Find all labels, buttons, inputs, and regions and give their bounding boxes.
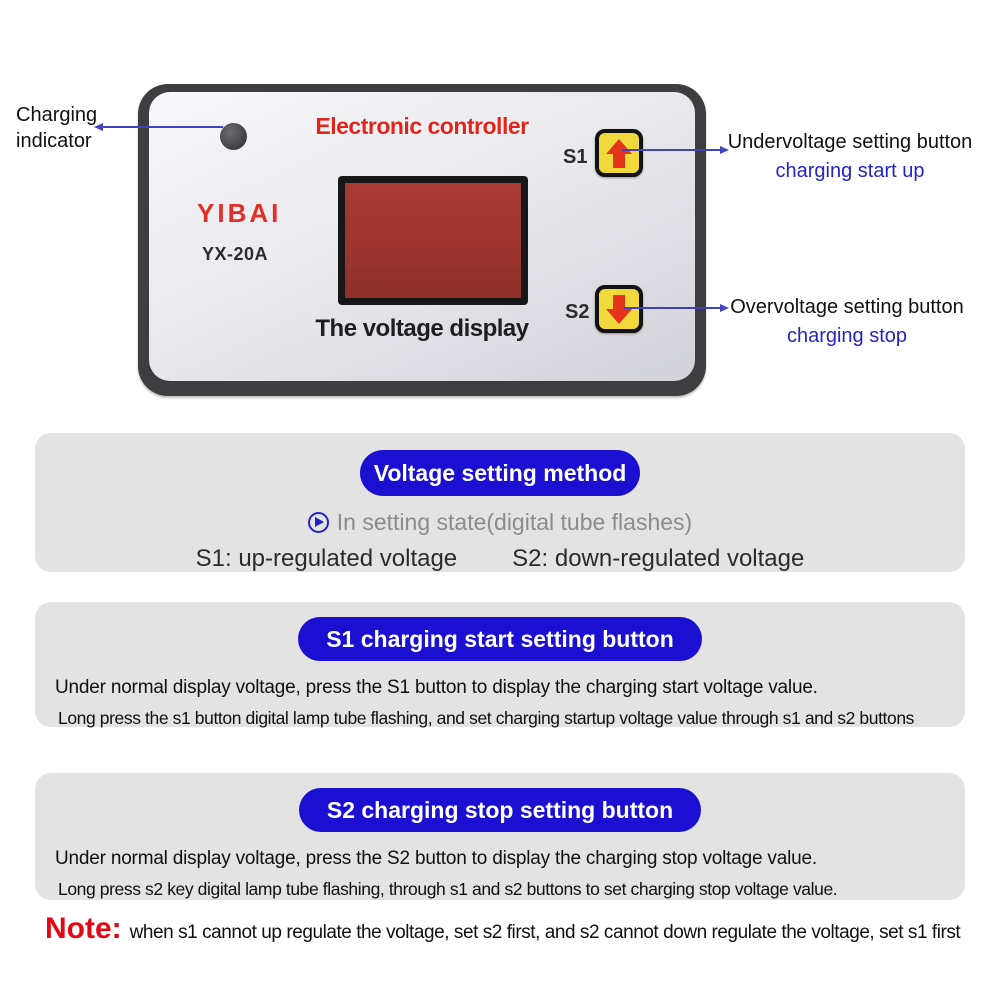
s2-regulation-text: S2: down-regulated voltage <box>512 545 805 572</box>
s2-instruction-line1: Under normal display voltage, press the … <box>55 848 817 869</box>
s1-callout: Undervoltage setting button charging sta… <box>725 131 975 183</box>
s1-callout-title: Undervoltage setting button <box>727 131 973 153</box>
s1-section-pill: S1 charging start setting button <box>298 617 702 661</box>
indicator-arrowhead <box>94 123 103 131</box>
s2-arrowhead <box>720 304 729 312</box>
charging-indicator-led <box>220 123 247 150</box>
s2-button <box>595 285 643 333</box>
s1-regulation-text: S1: up-regulated voltage <box>195 545 458 572</box>
up-arrow-icon <box>606 138 632 168</box>
voltage-display-screen <box>338 176 528 305</box>
s2-callout-subtitle: charging stop <box>786 325 908 347</box>
voltage-setting-section: Voltage setting method In setting state(… <box>35 433 965 572</box>
s1-instruction-line2: Long press the s1 button digital lamp tu… <box>58 708 915 728</box>
note-label: Note: <box>45 912 122 945</box>
device-frame: Electronic controller YIBAI YX-20A The v… <box>138 84 706 396</box>
model-number: YX-20A <box>202 244 269 264</box>
s2-instruction-line2: Long press s2 key digital lamp tube flas… <box>58 879 838 899</box>
s2-callout: Overvoltage setting button charging stop <box>722 296 972 348</box>
device-face: Electronic controller YIBAI YX-20A The v… <box>149 92 695 381</box>
s2-button-label: S2 <box>565 301 590 323</box>
play-circle-icon <box>307 512 329 533</box>
s1-connector-line <box>622 149 722 151</box>
note-row: Note: when s1 cannot up regulate the vol… <box>45 912 990 946</box>
callout-line: Charging <box>16 104 98 126</box>
setting-state-row: In setting state(digital tube flashes) <box>35 509 965 536</box>
s1-instruction-section: S1 charging start setting button Under n… <box>35 602 965 728</box>
s1-instruction-line1: Under normal display voltage, press the … <box>55 677 818 698</box>
display-caption: The voltage display <box>315 315 529 342</box>
s1-callout-subtitle: charging start up <box>775 160 925 182</box>
brand-logo: YIBAI <box>197 198 282 228</box>
s2-connector-line <box>624 307 722 309</box>
note-text: when s1 cannot up regulate the voltage, … <box>129 922 961 943</box>
device-title: Electronic controller <box>315 113 529 139</box>
s2-instruction-section: S2 charging stop setting button Under no… <box>35 773 965 900</box>
indicator-connector-line <box>101 126 223 128</box>
s2-section-pill: S2 charging stop setting button <box>298 788 702 832</box>
screen-panel <box>345 183 521 298</box>
s1-button <box>595 129 643 177</box>
callout-line: indicator <box>16 130 92 152</box>
voltage-setting-pill: Voltage setting method <box>359 450 641 496</box>
s1-arrowhead <box>720 146 729 154</box>
charging-indicator-callout: Charging indicator <box>16 102 97 154</box>
down-arrow-icon <box>606 294 632 324</box>
regulation-row: S1: up-regulated voltage S2: down-regula… <box>35 545 965 573</box>
setting-state-text: In setting state(digital tube flashes) <box>336 509 693 535</box>
s1-button-label: S1 <box>563 146 588 168</box>
s2-callout-title: Overvoltage setting button <box>730 296 964 318</box>
